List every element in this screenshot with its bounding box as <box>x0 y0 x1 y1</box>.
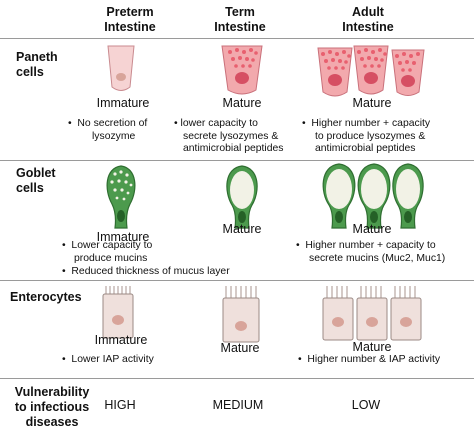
goblet-cell-adult-3-icon <box>392 163 424 229</box>
row-label-vulnerability-line3: diseases <box>25 415 79 429</box>
paneth-adult-bullet: • Higher number + capacity to produce ly… <box>302 118 472 156</box>
header-adult-line1: Adult <box>352 5 384 19</box>
vulnerability-preterm: HIGH <box>104 398 136 412</box>
enterocytes-adult-bullet-text: Higher number & IAP activity <box>307 354 441 365</box>
paneth-cell-adult-3-icon <box>391 49 425 96</box>
enterocyte-preterm-icon <box>102 286 134 339</box>
goblet-preterm-bullet2-text: Reduced thickness of mucus layer <box>71 266 230 277</box>
row-label-vulnerability: Vulnerability to infectious diseases <box>4 385 100 430</box>
enterocyte-adult-2-icon <box>356 286 388 341</box>
header-adult-line2: Intestine <box>342 20 394 34</box>
goblet-preterm-state: Immature <box>96 230 150 244</box>
row-label-vulnerability-line1: Vulnerability <box>14 385 90 399</box>
paneth-term-state: Mature <box>222 96 262 110</box>
paneth-preterm-bullet-line2: lysozyme <box>92 130 136 142</box>
vulnerability-adult: LOW <box>351 398 381 412</box>
paneth-cell-preterm-icon <box>107 45 135 91</box>
paneth-preterm-state: Immature <box>96 96 150 110</box>
paneth-term-bullet-line2: secrete lysozymes & <box>183 130 279 142</box>
enterocytes-preterm-state: Immature <box>94 333 148 347</box>
paneth-term-bullet-line3: antimicrobial peptides <box>183 143 284 154</box>
goblet-adult-state: Mature <box>352 222 392 236</box>
paneth-preterm-bullet-line1: No secretion of <box>77 118 148 129</box>
paneth-cell-term-icon <box>221 45 263 95</box>
enterocytes-adult-state: Mature <box>352 340 392 354</box>
row-label-goblet: Goblet cells <box>16 166 56 196</box>
paneth-cell-adult-2-icon <box>353 45 389 95</box>
row-label-goblet-line2: cells <box>16 181 44 195</box>
row-label-paneth-line1: Paneth <box>16 50 58 64</box>
enterocytes-preterm-bullet-text: Lower IAP activity <box>71 354 154 365</box>
paneth-adult-bullet-line3: antimicrobial peptides <box>315 143 416 154</box>
row-label-goblet-line1: Goblet <box>16 166 56 180</box>
enterocytes-adult-bullet: • Higher number & IAP activity <box>298 354 441 365</box>
goblet-adult-bullet-line1: Higher number + capacity to <box>305 240 436 251</box>
enterocyte-term-icon <box>222 286 260 343</box>
row-divider-top <box>0 38 474 39</box>
goblet-cell-adult-2-icon <box>357 163 391 229</box>
enterocyte-adult-1-icon <box>322 286 354 341</box>
paneth-adult-bullet-line2: to produce lysozymes & <box>315 130 426 142</box>
header-term: Term Intestine <box>190 5 290 35</box>
paneth-term-bullet-line1: lower capacity to <box>180 118 258 129</box>
goblet-adult-bullet: • Higher number + capacity to secrete mu… <box>296 240 472 265</box>
goblet-adult-bullet-line2: secrete mucins (Muc2, Muc1) <box>309 252 446 264</box>
goblet-preterm-bullet-line2: produce mucins <box>74 252 148 264</box>
row-divider-entero-vuln <box>0 378 474 379</box>
goblet-cell-adult-1-icon <box>322 163 356 229</box>
header-term-line2: Intestine <box>214 20 266 34</box>
paneth-adult-bullet-line1: Higher number + capacity <box>311 118 431 129</box>
header-preterm: Preterm Intestine <box>80 5 180 35</box>
paneth-adult-state: Mature <box>352 96 392 110</box>
goblet-cell-term-icon <box>226 165 258 229</box>
goblet-preterm-bullet-1: • Lower capacity to produce mucins <box>62 240 202 265</box>
goblet-preterm-bullet-2: • Reduced thickness of mucus layer <box>62 266 230 277</box>
row-label-enterocytes: Enterocytes <box>10 290 82 304</box>
header-preterm-line1: Preterm <box>106 5 154 19</box>
header-term-line1: Term <box>225 5 255 19</box>
goblet-preterm-bullet-line1: Lower capacity to <box>71 240 153 251</box>
header-adult: Adult Intestine <box>318 5 418 35</box>
row-divider-goblet-entero <box>0 280 474 281</box>
paneth-term-bullet: • lower capacity to secrete lysozymes & … <box>174 118 310 156</box>
paneth-cell-adult-1-icon <box>317 47 353 97</box>
paneth-preterm-bullet: • No secretion of lysozyme <box>68 118 178 143</box>
row-label-paneth-line2: cells <box>16 65 44 79</box>
row-divider-paneth-goblet <box>0 160 474 161</box>
goblet-term-state: Mature <box>222 222 262 236</box>
vulnerability-term: MEDIUM <box>212 398 264 412</box>
enterocyte-adult-3-icon <box>390 286 422 341</box>
enterocytes-term-state: Mature <box>220 341 260 355</box>
enterocytes-preterm-bullet: • Lower IAP activity <box>62 354 154 365</box>
goblet-cell-preterm-icon <box>106 165 136 229</box>
row-label-paneth: Paneth cells <box>16 50 58 80</box>
header-preterm-line2: Intestine <box>104 20 156 34</box>
row-label-vulnerability-line2: to infectious <box>14 400 90 414</box>
